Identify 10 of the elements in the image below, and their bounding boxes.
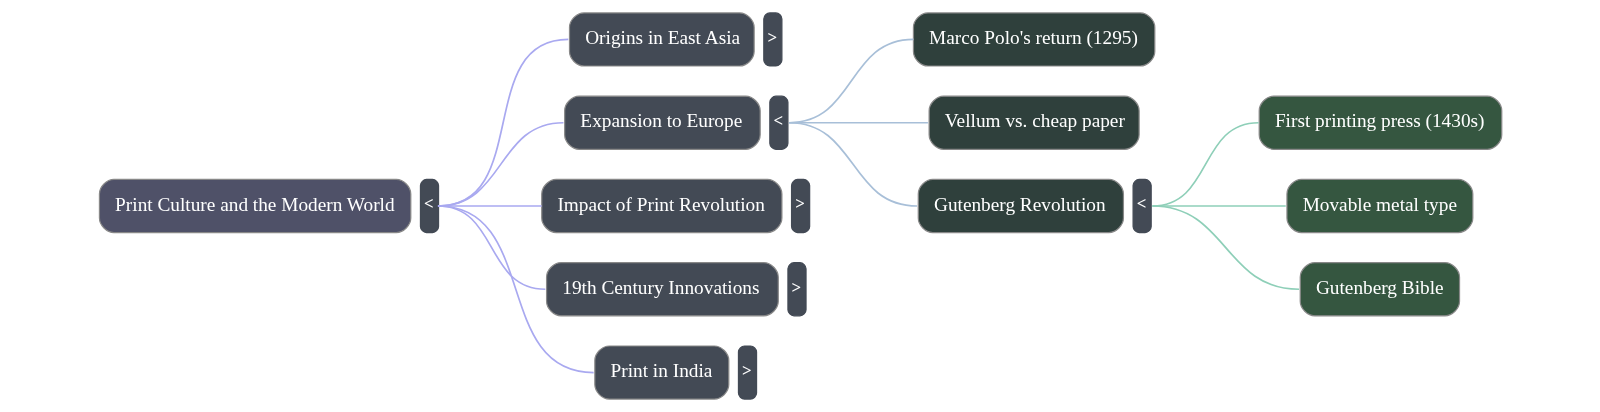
node-label: < bbox=[424, 194, 434, 214]
connector bbox=[437, 205, 595, 374]
connector bbox=[788, 121, 918, 207]
node-label: > bbox=[791, 277, 802, 297]
node-label: > bbox=[742, 360, 752, 380]
node-label: > bbox=[767, 27, 778, 47]
node-label: < bbox=[1136, 194, 1147, 214]
connector bbox=[1151, 205, 1300, 291]
node-label: > bbox=[795, 194, 805, 214]
node-label: < bbox=[773, 110, 784, 130]
